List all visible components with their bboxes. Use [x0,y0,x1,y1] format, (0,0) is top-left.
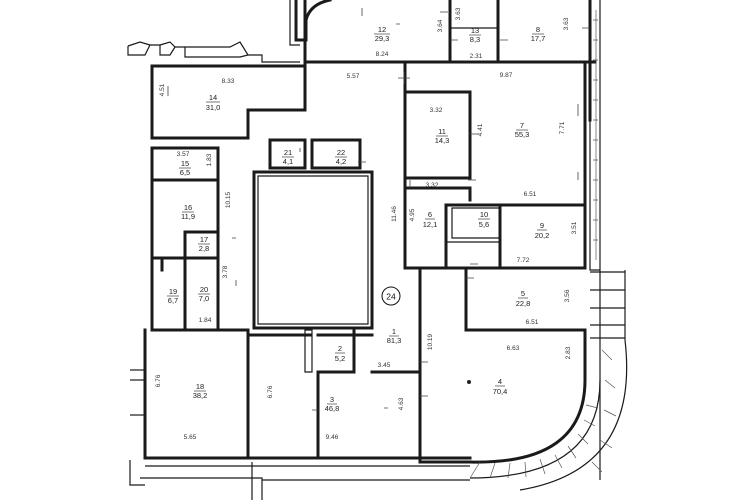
dim-4-51: 4.51 [159,83,166,96]
room-15-area: 6,5 [180,168,190,177]
room-6-area: 12,1 [423,220,438,229]
dim-2-83: 2.83 [565,346,572,359]
dim-3-64: 3.64 [437,19,444,32]
dim-9-87: 9.87 [500,72,513,79]
room-16-number: 16 [184,203,192,212]
dim-10-19: 10.19 [427,333,434,350]
room-16-area: 11,9 [181,212,195,221]
room-18-area: 38,2 [193,391,208,400]
room-13-area: 8,3 [470,35,480,44]
room-10-number: 10 [480,210,488,219]
room-1-number: 1 [392,327,396,336]
room-3-number: 3 [330,395,334,404]
room-9-area: 20,2 [535,231,550,240]
dim-10-15: 10.15 [225,191,232,208]
dim-7-71: 7.71 [559,121,566,134]
room-12-area: 29,3 [375,34,390,43]
room-10-area: 5,6 [479,220,489,229]
room-11-number: 11 [438,127,446,136]
room-14-area: 31,0 [206,103,221,112]
room-18-number: 18 [196,382,204,391]
walls [127,0,628,500]
dim-4-63: 4.63 [398,397,405,410]
room-21-number: 21 [284,148,292,157]
room-7-area: 55,3 [515,130,530,139]
plan-marker-number: 24 [386,292,396,302]
room-12-number: 12 [378,25,386,34]
dim-3-63-a: 3.63 [455,7,462,20]
room-labels: 12 29,3 13 8,3 8 17,7 14 31,0 11 14,3 7 … [167,25,549,413]
room-3-area: 46,8 [325,404,340,413]
room-13-number: 13 [471,26,479,35]
dim-8-33: 8.33 [222,78,235,85]
room-5-area: 22,8 [516,299,531,308]
room-9-number: 9 [540,221,544,230]
room-11-area: 14,3 [435,136,450,145]
dim-6-51-a: 6.51 [524,191,537,198]
room-4-area: 70,4 [493,387,508,396]
room-17-area: 2,8 [199,244,209,253]
room-15-number: 15 [181,159,189,168]
dim-6-76-b: 6.76 [267,385,274,398]
dim-9-46: 9.46 [326,434,339,441]
dim-1-83: 1.83 [206,153,213,166]
dim-5-57: 5.57 [347,73,360,80]
dim-3-63-b: 3.63 [563,17,570,30]
room-2-number: 2 [338,344,342,353]
room-20-number: 20 [200,285,208,294]
dim-3-56: 3.56 [564,289,571,302]
dim-11-46: 11.46 [391,206,398,222]
dim-3-45: 3.45 [378,362,391,369]
room-8-top-number: 8 [536,25,540,34]
dim-3-32-a: 3.32 [430,107,443,114]
room-17-number: 17 [200,235,208,244]
column-dot [467,380,471,384]
room-8-top-area: 17,7 [531,34,546,43]
dimension-labels: 3.64 3.63 3.63 8.24 2.31 5.57 9.87 4.51 … [155,7,578,441]
dim-6-63: 6.63 [507,345,520,352]
dim-4-95: 4.95 [409,208,416,221]
dim-4-41: 4.41 [477,123,484,136]
room-7-number: 7 [520,121,524,130]
room-22-area: 4,2 [336,157,346,166]
dim-3-51: 3.51 [571,221,578,234]
dim-5-65: 5.65 [184,434,197,441]
room-21-area: 4,1 [283,157,293,166]
room-6-number: 6 [428,210,432,219]
dim-8-24: 8.24 [376,51,389,58]
room-20-area: 7,0 [199,294,209,303]
room-1-area: 81,3 [387,336,402,345]
room-22-number: 22 [337,148,345,157]
room-4-number: 4 [498,377,502,386]
plan-marker-badge: 24 [381,286,401,306]
dim-2-31: 2.31 [470,53,483,60]
tick-marks [167,8,590,411]
dim-6-76-a: 6.76 [155,374,162,387]
room-19-area: 6,7 [168,296,178,305]
dim-1-84: 1.84 [199,317,212,324]
room-2-area: 5,2 [335,354,345,363]
dim-6-51-b: 6.51 [526,319,539,326]
gallery-hatch [469,10,617,479]
dim-3-32-b: 3.32 [426,182,439,189]
room-14-number: 14 [209,93,217,102]
dim-7-72: 7.72 [517,257,530,264]
room-5-number: 5 [521,289,525,298]
dim-3-57: 3.57 [177,151,190,158]
room-19-number: 19 [169,287,177,296]
dim-3-78: 3.78 [222,265,229,278]
